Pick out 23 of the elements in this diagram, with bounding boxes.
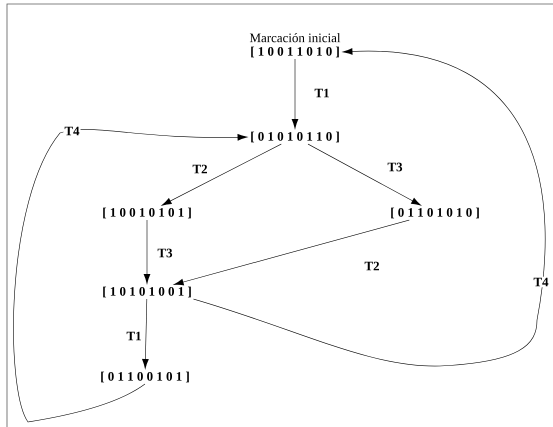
marking-label: [ 0 1 1 0 1 0 1 0 ] — [391, 208, 479, 218]
marking-label: [ 1 0 0 1 1 0 1 0 ] — [251, 46, 339, 58]
marking-label: [ 0 1 1 0 0 1 0 1 ] — [101, 372, 189, 382]
edge-label: T1 — [313, 88, 331, 98]
edge-label: T3 — [386, 162, 404, 172]
edge-label: T4 — [63, 126, 81, 136]
arrow — [174, 220, 410, 286]
edge-label: T3 — [156, 248, 174, 258]
marking-label: [ 1 0 1 0 1 0 0 1 ] — [103, 286, 191, 298]
edge-label: T4 — [532, 276, 550, 288]
heading: Marcación inicial — [250, 33, 340, 42]
arrow — [308, 144, 422, 206]
arrow — [162, 144, 282, 206]
edge-label: T2 — [363, 260, 381, 272]
edge-label: T1 — [125, 330, 143, 342]
arrow — [13, 129, 248, 422]
marking-label: [ 1 0 0 1 0 1 0 1 ] — [103, 208, 191, 218]
arrow — [292, 58, 298, 129]
arrow — [144, 220, 150, 284]
arrow — [142, 298, 149, 369]
arrow — [193, 48, 546, 366]
edge-label: T2 — [191, 164, 209, 174]
marking-label: [ 0 1 0 1 0 1 1 0 ] — [251, 132, 339, 142]
